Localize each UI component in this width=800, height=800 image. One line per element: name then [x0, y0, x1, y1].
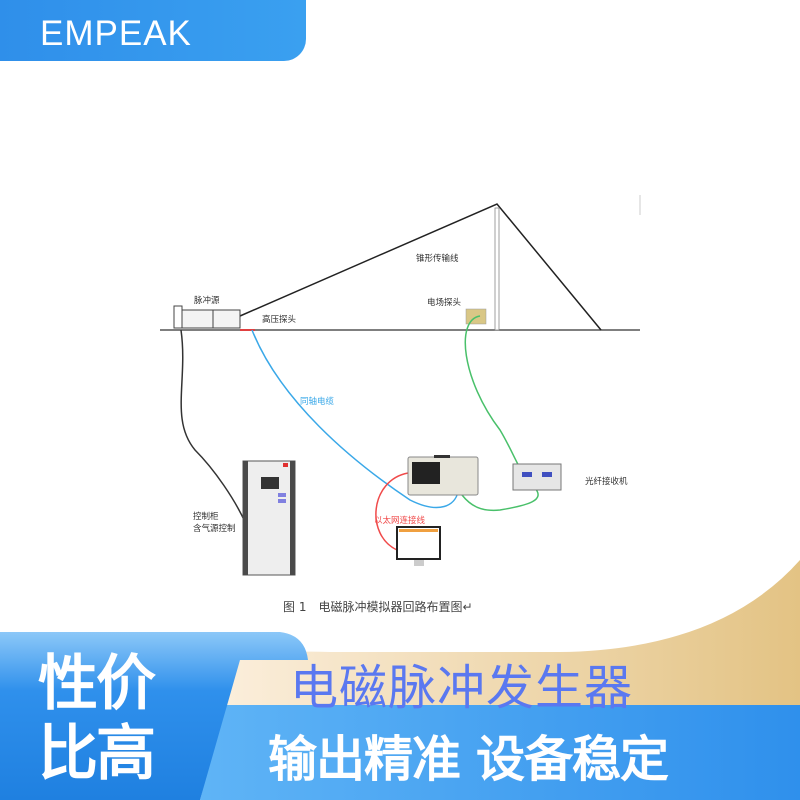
banner-title: 电磁脉冲发生器 [290, 660, 634, 716]
control-cable [180, 329, 246, 523]
oscilloscope [407, 455, 479, 496]
label-pulse-source: 脉冲源 [194, 295, 220, 306]
label-ethernet: 以太网连接线 [374, 515, 426, 526]
banner-blue-lower [200, 705, 800, 800]
label-cabinet-1: 控制柜 [193, 511, 219, 522]
label-coax: 同轴电缆 [300, 396, 335, 407]
label-hv-probe: 高压探头 [262, 314, 297, 325]
banner-beige-swoosh [225, 560, 800, 705]
fiber-receiver [512, 463, 562, 491]
pulse-source-device [173, 305, 241, 329]
banner-left-line1: 性价 [38, 649, 156, 719]
brand-tab: EMPEAK [0, 0, 306, 61]
diagram-caption: 图 1 电磁脉冲模拟器回路布置图↵ [283, 599, 473, 614]
mast [494, 207, 500, 331]
cone-transmission-line [239, 203, 602, 331]
label-field-probe: 电场探头 [427, 297, 462, 308]
control-cabinet [242, 460, 296, 576]
label-cone-line: 锥形传输线 [416, 253, 459, 264]
coax-cable [251, 329, 459, 509]
banner-left-line2: 比高 [38, 719, 156, 789]
banner-subtitle: 输出精准 设备稳定 [268, 731, 669, 788]
ethernet-cable [375, 472, 409, 551]
brand-logo-text: EMPEAK [40, 14, 192, 53]
banner-blue-left [0, 632, 308, 800]
label-fiber-receiver: 光纤接收机 [585, 476, 628, 487]
monitor [396, 526, 441, 566]
label-cabinet-2: 含气源控制 [193, 523, 236, 534]
